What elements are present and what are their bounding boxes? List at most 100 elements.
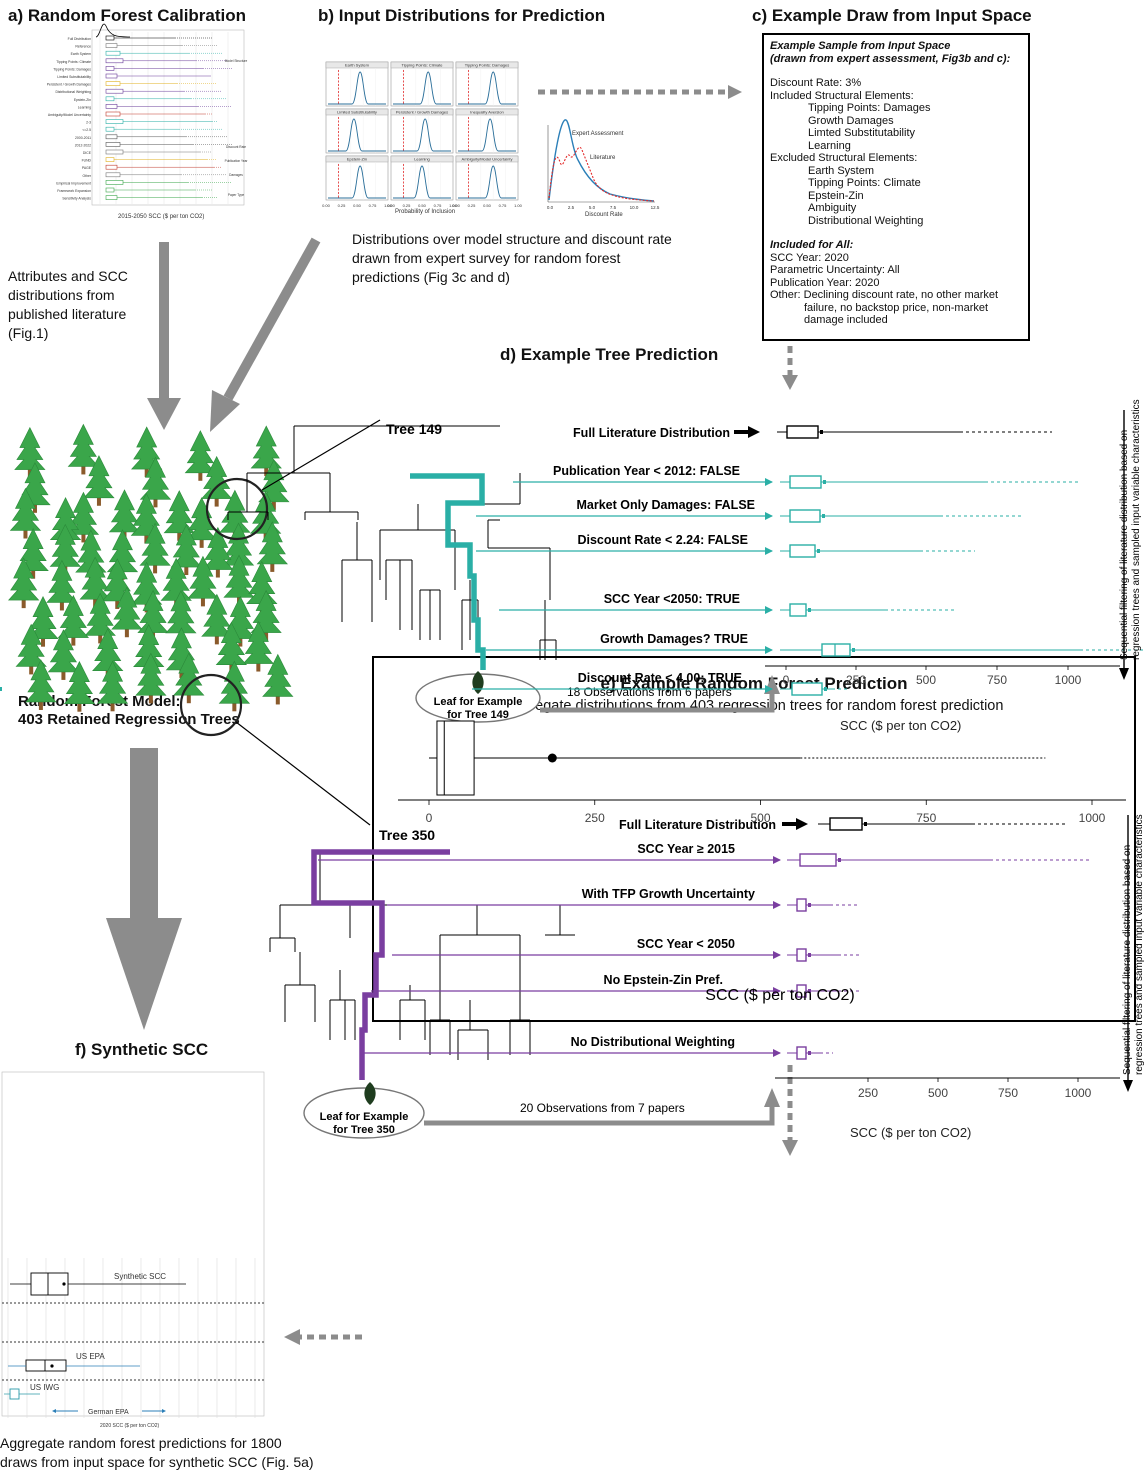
row-box xyxy=(105,119,124,124)
svg-text:regression trees and sampled i: regression trees and sampled input varia… xyxy=(1134,814,1145,1075)
row-box xyxy=(105,187,115,193)
row-box xyxy=(105,73,118,79)
tick-label: 1000 xyxy=(1055,673,1082,687)
tick-label: 250 xyxy=(858,1086,878,1100)
trunk xyxy=(27,465,32,478)
tick-label: 1000 xyxy=(1065,1086,1092,1100)
label-us-iwg: US IWG xyxy=(30,1383,59,1392)
row-label: Tipping Points: Climate xyxy=(56,60,91,64)
canopy xyxy=(106,529,139,573)
small-multiple-cell: Tipping Points: Climate xyxy=(390,61,454,107)
row-label: Discount Rate < 4.00: TRUE xyxy=(578,671,742,685)
label-us-epa: US EPA xyxy=(76,1352,105,1361)
included-label: Included Structural Elements: xyxy=(770,89,914,102)
canopy xyxy=(67,491,100,535)
canopy xyxy=(84,592,116,636)
canopy xyxy=(135,652,167,696)
row-label: 2-3 xyxy=(86,121,91,125)
arrow-b-to-c-head xyxy=(728,85,742,99)
tree-icon xyxy=(202,526,234,578)
row-label: DICE xyxy=(83,151,92,155)
canopy xyxy=(163,490,195,534)
row-label: With TFP Growth Uncertainty xyxy=(582,887,755,901)
row-label: SCC Year <2050: TRUE xyxy=(604,592,740,606)
arrow-d-to-e-head xyxy=(782,1140,798,1156)
expert-density xyxy=(328,118,386,152)
cell-header xyxy=(325,61,389,69)
row-label: No Distributional Weighting xyxy=(571,1035,735,1049)
trunk xyxy=(23,526,28,539)
trunk xyxy=(31,566,36,579)
canopy xyxy=(108,489,141,533)
dr-tick-label: 12.5 xyxy=(651,205,660,210)
leaf-icon xyxy=(472,671,484,694)
row-box xyxy=(105,35,115,41)
tick-label: 500 xyxy=(928,1086,948,1100)
full-distribution-density xyxy=(95,23,131,38)
tree350-side-label: Sequential filtering of literature distr… xyxy=(1122,814,1145,1075)
row-box xyxy=(105,58,124,64)
canopy xyxy=(14,426,46,470)
cell-header xyxy=(455,108,519,116)
tree350-path xyxy=(311,849,450,1080)
arrow-inputs-to-forest xyxy=(223,237,321,401)
x-tick-label: 750 xyxy=(916,811,936,825)
tree-icon xyxy=(111,586,143,638)
literature-caption: Attributes and SCC distributions from pu… xyxy=(8,268,128,341)
canopy xyxy=(63,661,96,704)
canopy xyxy=(96,660,129,704)
trunk xyxy=(71,633,76,646)
sample-discount: Discount Rate: 3% xyxy=(770,77,862,89)
expert-density xyxy=(458,165,516,199)
tree350-label: Tree 350 xyxy=(379,827,435,843)
row-box xyxy=(105,142,121,147)
canopy xyxy=(17,528,49,572)
iqr-box xyxy=(436,720,475,796)
trunk xyxy=(232,699,237,712)
row-box xyxy=(105,164,118,170)
cell-title: Ambiguity/Model Uncertainty xyxy=(462,157,513,162)
tick-label: 1.00 xyxy=(449,203,458,208)
tree-icon xyxy=(139,522,171,574)
box xyxy=(786,425,819,439)
trunk xyxy=(186,691,191,704)
tree-icon xyxy=(130,492,163,544)
canopy xyxy=(130,492,163,536)
tick-label: 0.50 xyxy=(418,203,427,208)
tick-label: 0.50 xyxy=(353,203,362,208)
canopy xyxy=(7,557,40,601)
panel-b-title: b) Input Distributions for Prediction xyxy=(318,6,606,25)
tick-label: 0 xyxy=(783,673,790,687)
arrow-literature-to-forest xyxy=(159,242,169,400)
box xyxy=(796,1046,807,1060)
tick-label: 0.25 xyxy=(468,203,477,208)
row-label: Framework Expansion xyxy=(57,189,91,193)
tree-icon xyxy=(9,487,42,539)
canopy xyxy=(139,456,172,500)
cell-header xyxy=(390,61,454,69)
tree-icon xyxy=(27,596,59,647)
label-german-epa: German EPA xyxy=(88,1409,129,1416)
tree149-side-label: Sequential filtering of literature distr… xyxy=(1119,399,1142,660)
legend-literature: Literature xyxy=(590,155,616,161)
expert-density xyxy=(393,165,451,199)
canopy xyxy=(187,555,219,599)
tick-label: 750 xyxy=(987,673,1007,687)
tree-icon xyxy=(96,660,129,712)
box xyxy=(789,475,822,489)
trunk xyxy=(59,598,64,611)
row-label: <=2.5 xyxy=(82,128,91,132)
row-box xyxy=(105,43,118,48)
row-label: Epstein-Zin xyxy=(74,98,91,102)
trunk xyxy=(275,692,280,705)
tree-icon xyxy=(256,521,288,572)
excluded-item: Ambiguity xyxy=(808,202,857,214)
canopy xyxy=(49,523,81,567)
panel-f-caption-1: Aggregate random forest predictions for … xyxy=(0,1435,282,1451)
included-item: Learning xyxy=(808,139,851,152)
trunk xyxy=(264,464,269,477)
trunk xyxy=(153,495,158,508)
tree-icon xyxy=(201,593,233,645)
tree-icon xyxy=(242,620,275,672)
